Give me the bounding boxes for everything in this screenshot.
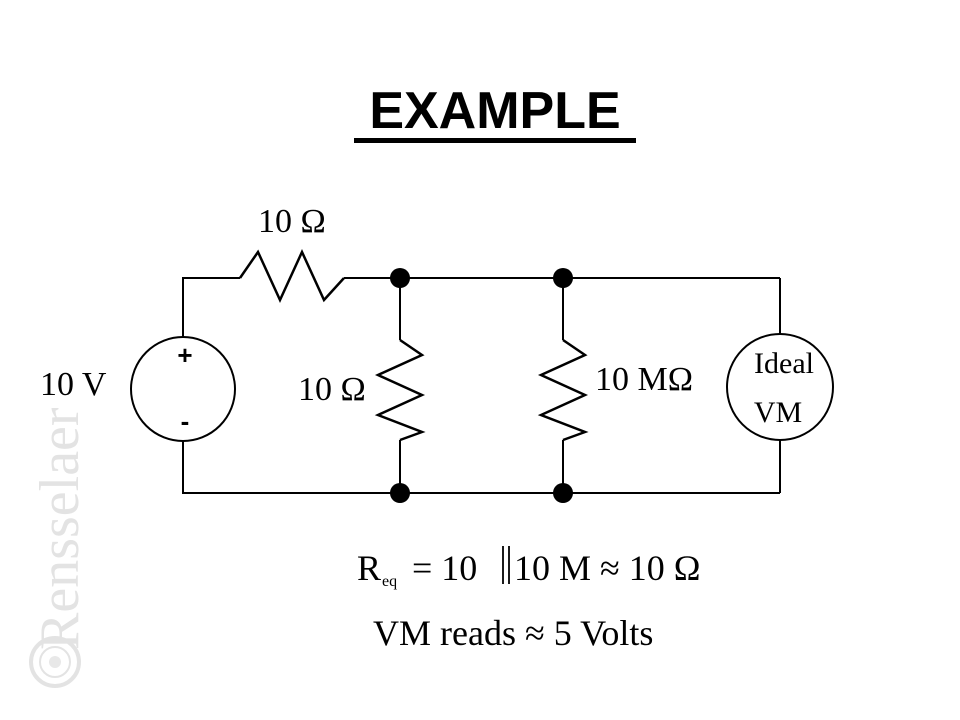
resistor-series bbox=[238, 248, 345, 304]
voltmeter: Ideal VM bbox=[726, 333, 834, 441]
resistor-meter-internal-label: 10 MΩ bbox=[595, 361, 693, 398]
voltmeter-line1: Ideal bbox=[754, 347, 814, 380]
equation-req-R: R bbox=[357, 548, 381, 588]
page-title: EXAMPLE bbox=[369, 82, 620, 140]
equation-req-subscript: eq bbox=[382, 573, 397, 590]
seal-icon bbox=[29, 636, 81, 688]
title-underline bbox=[354, 138, 636, 143]
nodes bbox=[390, 268, 573, 503]
resistor-meter-internal bbox=[537, 338, 589, 442]
equation-req-rhs-a: = 10 bbox=[412, 548, 477, 588]
equation-req-rhs-b: 10 M ≈ 10 Ω bbox=[514, 548, 701, 588]
voltmeter-line2: VM bbox=[754, 396, 802, 429]
watermark-text: Rensselaer bbox=[29, 407, 91, 650]
wire-bottom-rail bbox=[182, 440, 780, 494]
equation-req: R eq = 10 10 M ≈ 10 Ω bbox=[357, 546, 701, 590]
node-top-2 bbox=[553, 268, 573, 288]
watermark: Rensselaer bbox=[29, 407, 91, 688]
node-bottom-2 bbox=[553, 483, 573, 503]
source-plus: + bbox=[177, 340, 192, 370]
voltmeter-icon bbox=[726, 333, 834, 441]
node-bottom-1 bbox=[390, 483, 410, 503]
wire-left-top bbox=[182, 277, 240, 338]
voltage-source-icon bbox=[130, 336, 236, 442]
voltage-source: + - bbox=[130, 336, 236, 442]
source-minus: - bbox=[181, 406, 190, 436]
resistor-shunt bbox=[374, 338, 426, 442]
resistor-shunt-label: 10 Ω bbox=[298, 371, 366, 408]
source-value-label: 10 V bbox=[40, 366, 107, 403]
equation-vm-reads: VM reads ≈ 5 Volts bbox=[373, 613, 653, 653]
node-top-1 bbox=[390, 268, 410, 288]
resistor-series-label: 10 Ω bbox=[258, 203, 326, 240]
